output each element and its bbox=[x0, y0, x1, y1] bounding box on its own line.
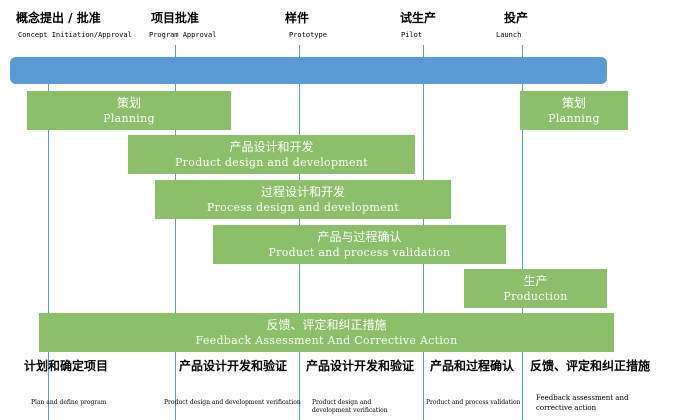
milestone-concept-cn: 概念提出 / 批准 bbox=[16, 11, 101, 25]
milestone-prototype-en: Prototype bbox=[289, 31, 327, 39]
milestone-program-approval-en: Program Approval bbox=[149, 31, 217, 39]
bar-production-cn: 生产 bbox=[523, 273, 548, 288]
bar-production: 生产 Production bbox=[464, 269, 607, 308]
bar-planning-en: Planning bbox=[103, 111, 155, 125]
bar-planning-launch-en: Planning bbox=[548, 111, 600, 125]
milestone-tick bbox=[175, 45, 176, 57]
phase-feedback-cn: 反馈、评定和纠正措施 bbox=[530, 359, 651, 373]
phase-validation-cn: 产品和过程确认 bbox=[430, 359, 515, 373]
milestone-concept-en: Concept Initiation/Approval bbox=[18, 31, 132, 39]
bar-validation-en: Product and process validation bbox=[268, 245, 451, 259]
phase-plan-cn: 计划和确定项目 bbox=[24, 359, 109, 373]
bar-product-design: 产品设计和开发 Product design and development bbox=[128, 135, 415, 174]
bar-feedback: 反馈、评定和纠正措施 Feedback Assessment And Corre… bbox=[39, 313, 614, 352]
bar-validation-cn: 产品与过程确认 bbox=[317, 229, 402, 244]
milestone-launch-en: Launch bbox=[496, 31, 522, 39]
phase-feedback-en: Feedback assessment and corrective actio… bbox=[536, 394, 629, 412]
phase-process-design-cn: 产品设计开发和验证 bbox=[306, 359, 415, 373]
milestone-tick bbox=[522, 45, 523, 57]
milestone-program-approval-cn: 项目批准 bbox=[151, 11, 200, 25]
bar-planning: 策划 Planning bbox=[27, 91, 231, 130]
bar-feedback-en: Feedback Assessment And Corrective Actio… bbox=[195, 333, 458, 347]
bar-planning-launch-cn: 策划 bbox=[561, 95, 586, 110]
milestone-launch-cn: 投产 bbox=[504, 11, 529, 25]
milestone-pilot-en: Pilot bbox=[401, 31, 423, 39]
phase-plan-en: Plan and define program bbox=[31, 399, 107, 406]
timeline-bar bbox=[10, 57, 607, 84]
bar-validation: 产品与过程确认 Product and process validation bbox=[213, 225, 506, 264]
bar-production-en: Production bbox=[503, 289, 568, 303]
bar-feedback-cn: 反馈、评定和纠正措施 bbox=[266, 317, 387, 332]
bar-product-design-en: Product design and development bbox=[175, 155, 368, 169]
bar-process-design-en: Process design and development bbox=[206, 200, 400, 214]
phase-process-design-en: Product design and development verificat… bbox=[312, 399, 388, 414]
milestone-pilot-cn: 试生产 bbox=[400, 11, 437, 25]
phase-validation-en: Product and process validation bbox=[426, 399, 521, 406]
phase-product-design-cn: 产品设计开发和验证 bbox=[179, 359, 288, 373]
milestone-line-program-approval bbox=[175, 84, 176, 420]
milestone-prototype-cn: 样件 bbox=[285, 11, 310, 25]
phase-product-design-en: Product design and development verificat… bbox=[164, 399, 301, 406]
bar-product-design-cn: 产品设计和开发 bbox=[229, 139, 314, 154]
bar-process-design-cn: 过程设计和开发 bbox=[260, 184, 345, 199]
bar-planning-cn: 策划 bbox=[116, 95, 141, 110]
milestone-line-launch bbox=[522, 84, 523, 420]
bar-process-design: 过程设计和开发 Process design and development bbox=[155, 180, 451, 219]
milestone-line-concept bbox=[48, 84, 49, 420]
milestone-tick bbox=[423, 45, 424, 57]
bar-planning-launch: 策划 Planning bbox=[520, 91, 628, 130]
